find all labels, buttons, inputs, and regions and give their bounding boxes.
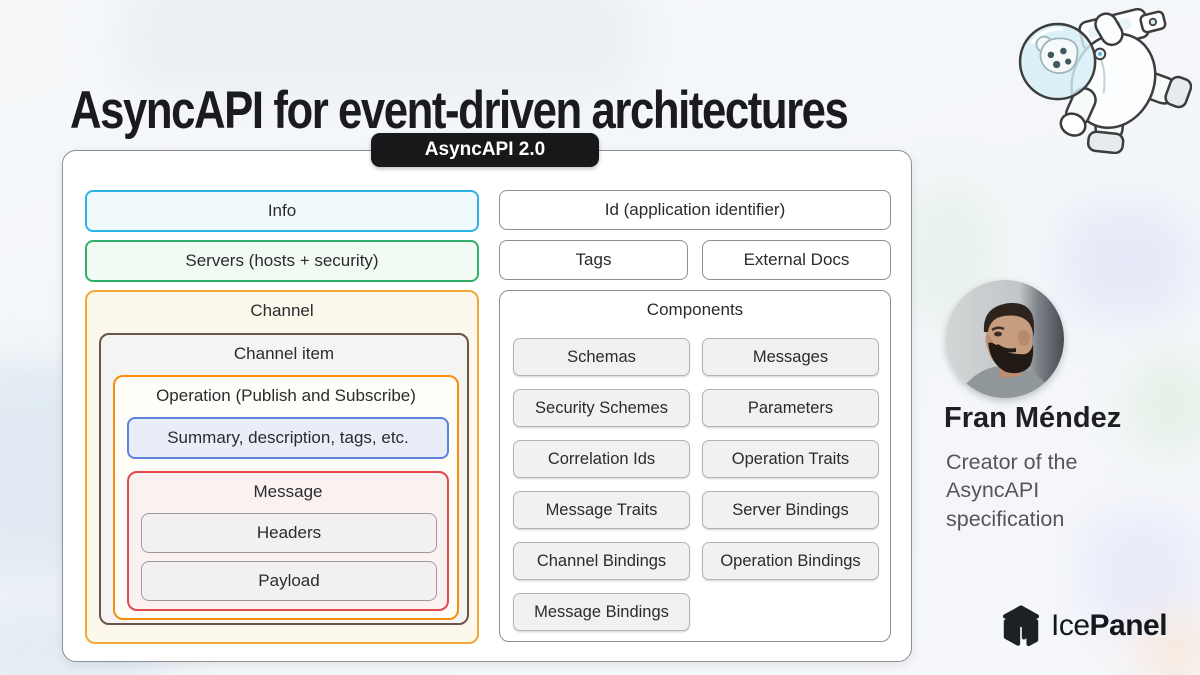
servers-box: Servers (hosts + security) (85, 240, 479, 282)
astronaut-mascot-icon: Panel (1018, 7, 1192, 154)
page-title: AsyncAPI for event-driven architectures (70, 79, 849, 140)
author-avatar (946, 280, 1064, 398)
background-blob (1062, 205, 1192, 320)
message-label: Message (253, 482, 323, 501)
asyncapi-diagram: Info Servers (hosts + security) Channel … (62, 150, 912, 662)
component-schemas: Schemas (513, 338, 690, 376)
icepanel-logo: IcePanel (1000, 602, 1168, 650)
logo-text-panel: Panel (1089, 609, 1168, 642)
background-blob (1128, 355, 1200, 455)
component-messages: Messages (702, 338, 879, 376)
component-message-traits: Message Traits (513, 491, 690, 529)
channel-item-box: Channel item Operation (Publish and Subs… (99, 333, 469, 625)
icepanel-logo-icon (1002, 605, 1040, 647)
headers-box: Headers (141, 513, 437, 553)
tags-box: Tags (499, 240, 688, 280)
author-role: Creator of the AsyncAPI specification (946, 450, 1078, 531)
component-message-bindings: Message Bindings (513, 593, 690, 631)
channel-item-label: Channel item (233, 344, 335, 363)
version-badge: AsyncAPI 2.0 (371, 133, 599, 167)
payload-box: Payload (141, 561, 437, 601)
operation-box: Operation (Publish and Subscribe) Summar… (113, 375, 459, 620)
info-box: Info (85, 190, 479, 232)
id-box: Id (application identifier) (499, 190, 891, 230)
component-parameters: Parameters (702, 389, 879, 427)
component-server-bindings: Server Bindings (702, 491, 879, 529)
component-correlation-ids: Correlation Ids (513, 440, 690, 478)
component-security-schemes: Security Schemes (513, 389, 690, 427)
author-name: Fran Méndez (944, 402, 1122, 434)
external-docs-box: External Docs (702, 240, 891, 280)
operation-label: Operation (Publish and Subscribe) (156, 386, 416, 405)
component-operation-traits: Operation Traits (702, 440, 879, 478)
icepanel-logo-text: IcePanel (1051, 609, 1168, 643)
logo-text-ice: Ice (1051, 609, 1090, 642)
component-channel-bindings: Channel Bindings (513, 542, 690, 580)
components-box: Components Schemas Messages Security Sch… (499, 290, 891, 642)
message-box: Message Headers Payload (127, 471, 449, 611)
operation-details-box: Summary, description, tags, etc. (127, 417, 449, 459)
component-operation-bindings: Operation Bindings (702, 542, 879, 580)
channel-label: Channel (250, 301, 314, 320)
components-label: Components (646, 300, 744, 319)
channel-box: Channel Channel item Operation (Publish … (85, 290, 479, 644)
